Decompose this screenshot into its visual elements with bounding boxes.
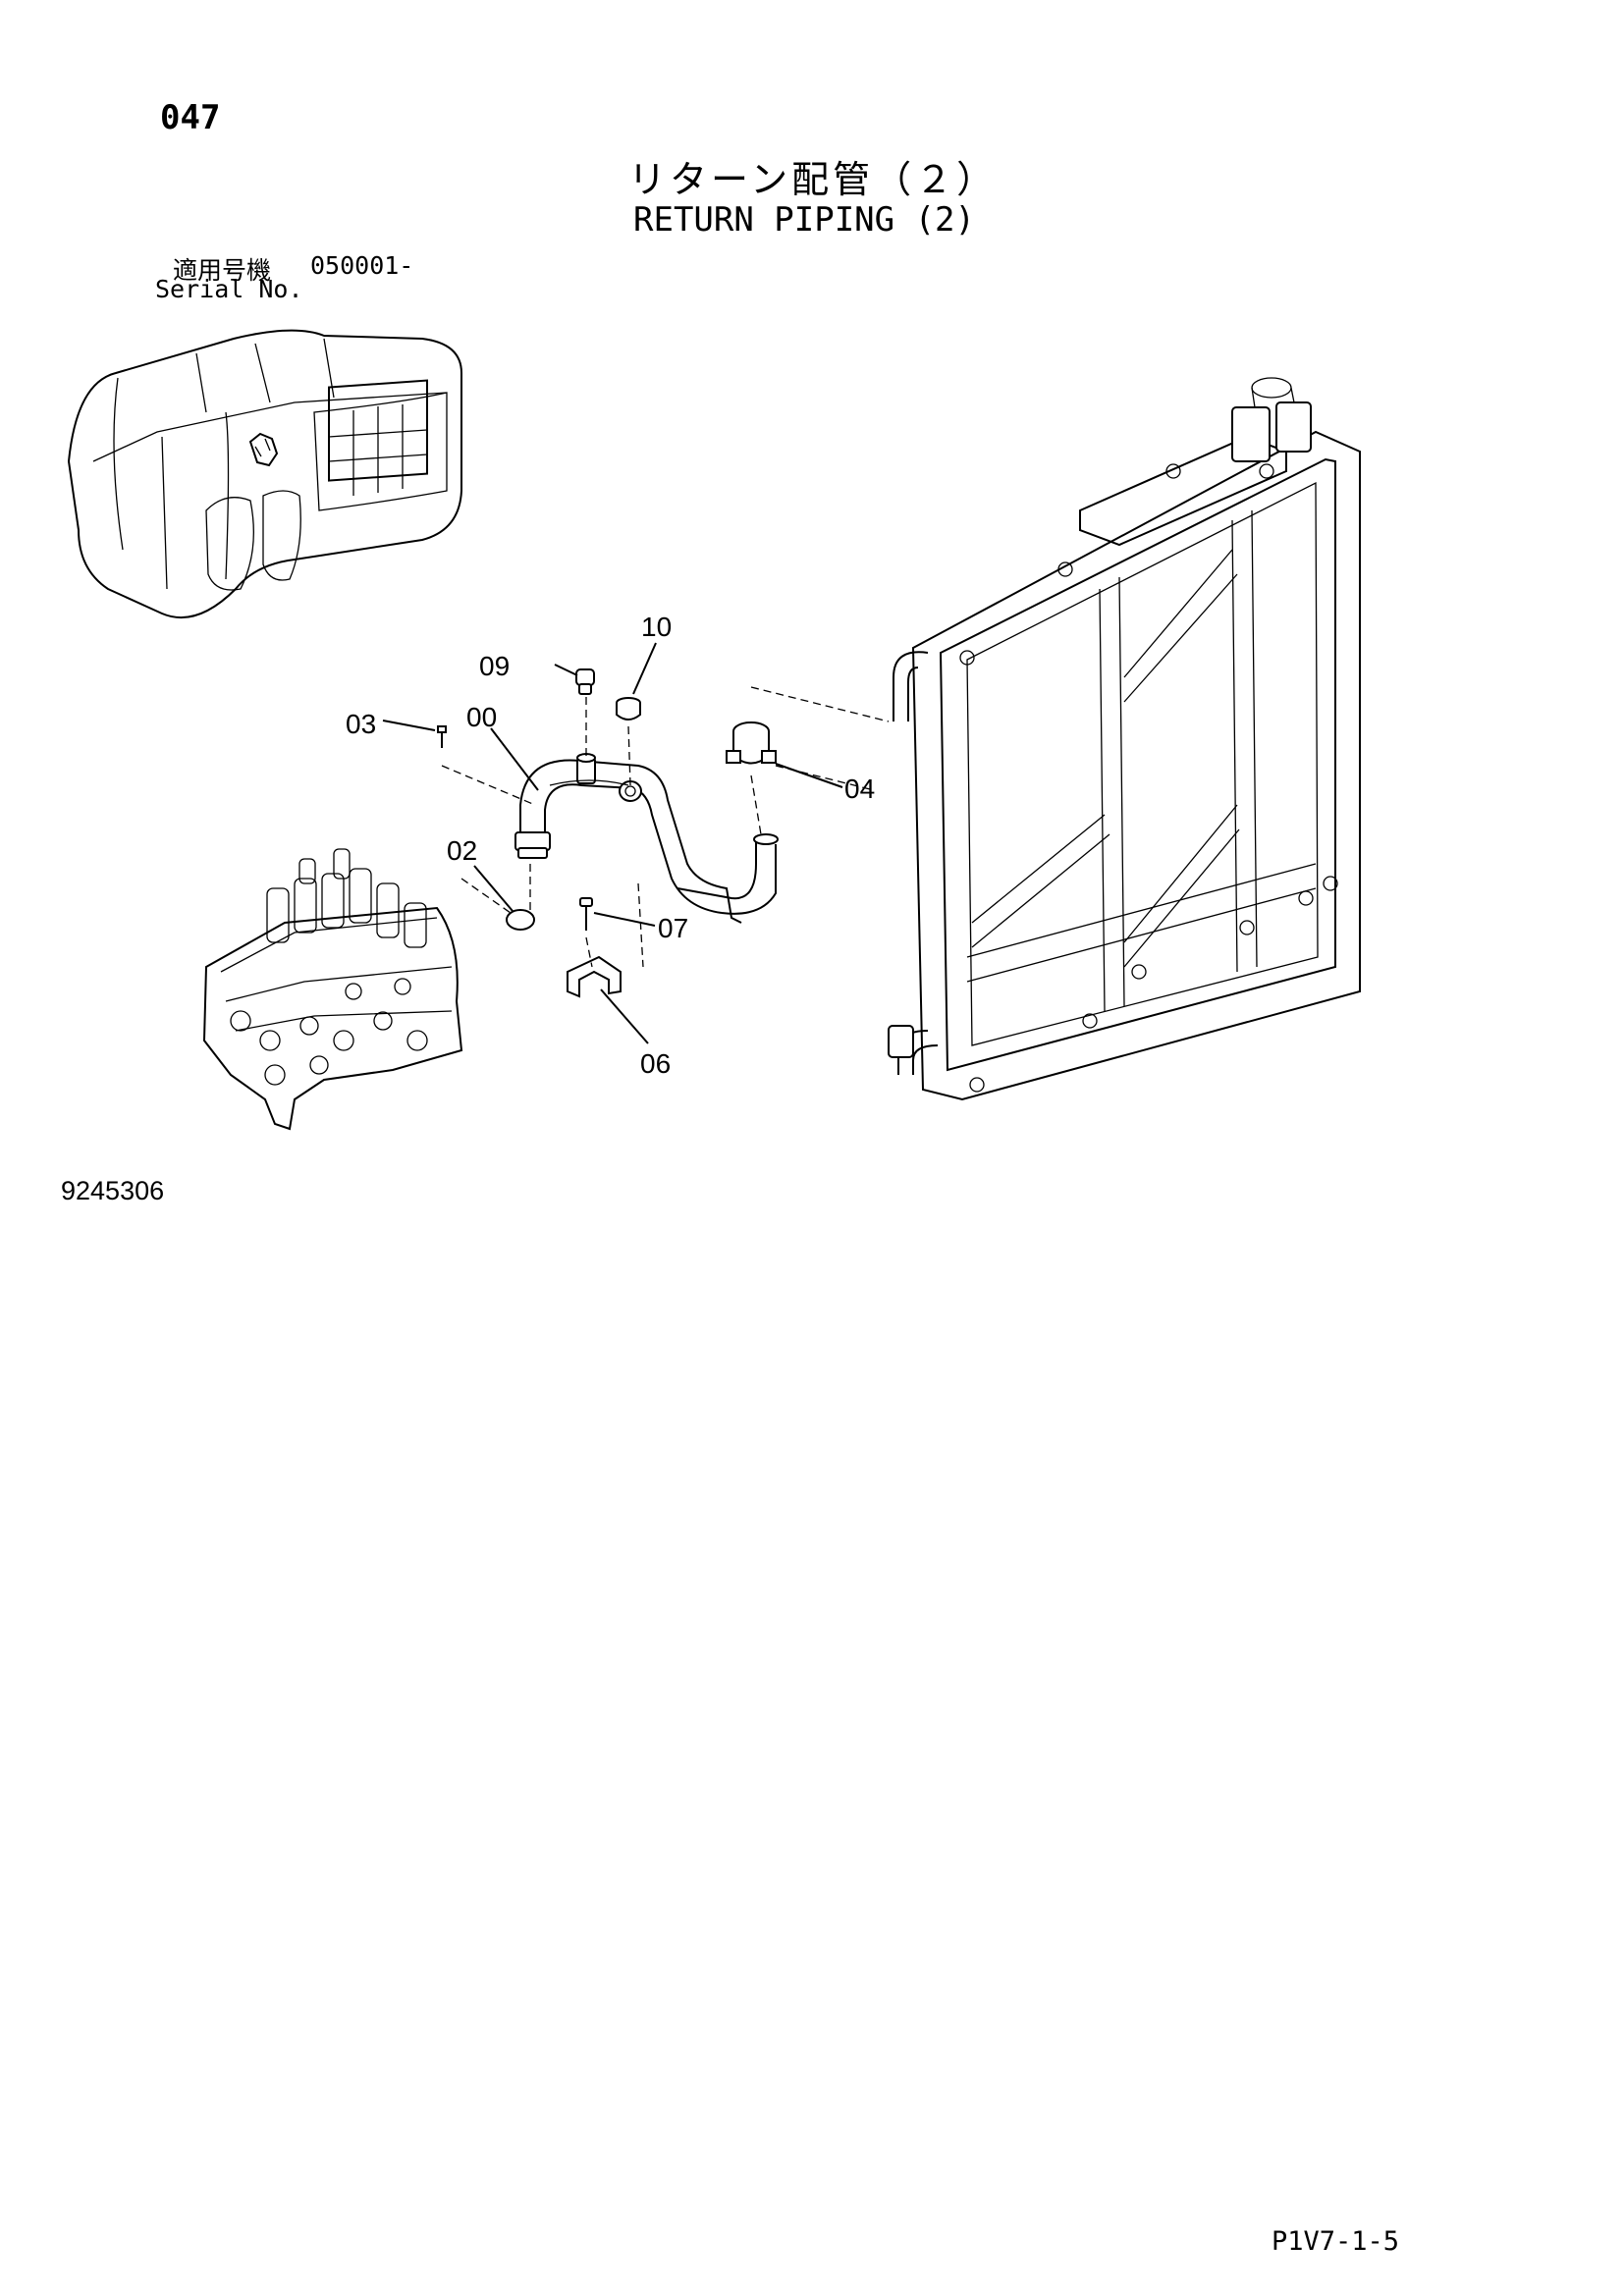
hose-clamp-illustration xyxy=(726,721,777,765)
o-ring-illustration xyxy=(506,909,535,931)
radiator-frame-illustration xyxy=(888,377,1361,1101)
return-pipe-illustration xyxy=(514,753,779,924)
serial-range: 050001- xyxy=(310,251,414,280)
leader-lines xyxy=(382,642,843,1044)
part-label-10: 10 xyxy=(641,612,672,642)
excavator-overview-illustration xyxy=(67,329,462,619)
bolt-07-illustration xyxy=(579,897,593,931)
part-label-07: 07 xyxy=(658,913,688,943)
control-valve-illustration xyxy=(202,848,463,1131)
page-title-japanese: リターン配管（２） xyxy=(628,158,999,201)
plug-illustration xyxy=(575,668,595,695)
drawing-number: 9245306 xyxy=(61,1176,165,1205)
page-number: 047 xyxy=(160,98,221,137)
part-label-02: 02 xyxy=(447,835,477,866)
page-code: P1V7-1-5 xyxy=(1272,2226,1400,2257)
part-label-04: 04 xyxy=(844,774,875,804)
serial-label-japanese: 適用号機 xyxy=(173,256,272,285)
cap-illustration xyxy=(616,697,641,721)
part-label-03: 03 xyxy=(346,709,376,739)
part-label-00: 00 xyxy=(466,702,497,732)
page-title-english: RETURN PIPING (2) xyxy=(633,200,975,240)
bolt-03-illustration xyxy=(437,725,447,748)
part-label-09: 09 xyxy=(479,651,510,681)
part-label-06: 06 xyxy=(640,1048,671,1079)
serial-label-english: Serial No. xyxy=(155,275,303,303)
clip-illustration xyxy=(567,955,622,998)
